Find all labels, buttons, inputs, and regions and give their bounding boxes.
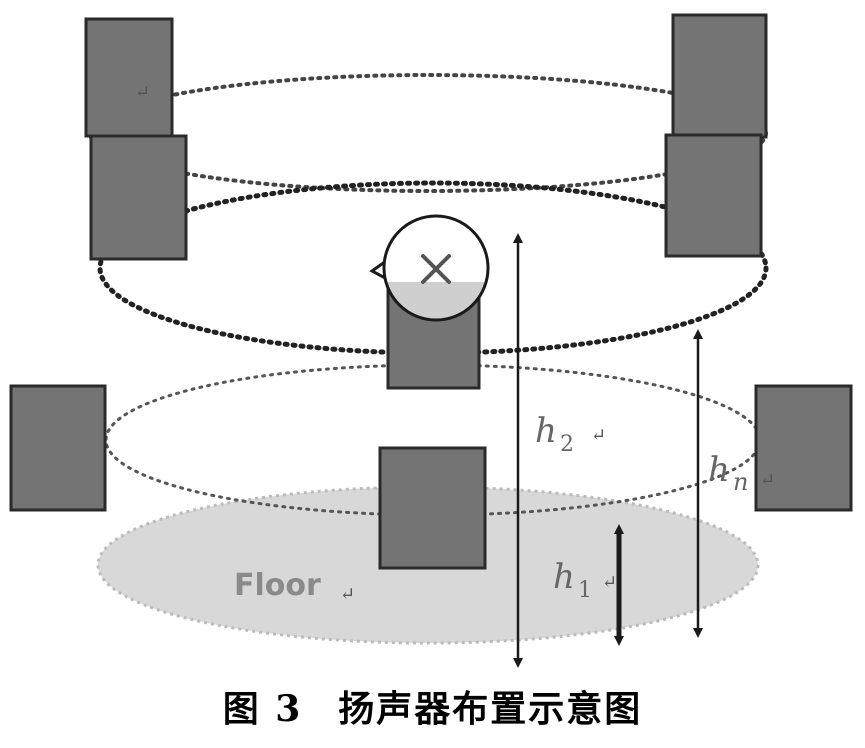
speaker-top-right-lower (664, 133, 763, 258)
h1-label: h 1 (553, 557, 592, 603)
hn-label: h n (708, 450, 748, 496)
cross-mark-icon (421, 254, 451, 284)
svg-text:n: n (733, 468, 748, 496)
speaker-top-left-upper (84, 17, 174, 138)
svg-text:h: h (535, 411, 557, 451)
figure-caption: 图 3 扬声器布置示意图 (0, 680, 865, 732)
speaker-top-right-upper (671, 13, 768, 139)
return-mark: ↵ (602, 572, 617, 593)
svg-text:2: 2 (560, 432, 574, 457)
floor-label: Floor (234, 568, 321, 603)
return-mark: ↵ (135, 82, 150, 103)
speaker-middle-right (754, 384, 853, 512)
figure-title: 扬声器布置示意图 (338, 688, 643, 730)
svg-text:h: h (708, 450, 730, 490)
figure-number: 图 3 (222, 688, 303, 730)
return-mark: ↵ (340, 584, 355, 605)
return-mark: ↵ (760, 470, 775, 491)
svg-text:1: 1 (578, 578, 592, 603)
speaker-middle-left (9, 384, 107, 512)
h2-label: h 2 (535, 411, 574, 457)
return-mark: ↵ (591, 425, 606, 446)
svg-text:h: h (553, 557, 575, 597)
speaker-front-center (378, 446, 487, 570)
speaker-top-left-lower (89, 134, 188, 261)
